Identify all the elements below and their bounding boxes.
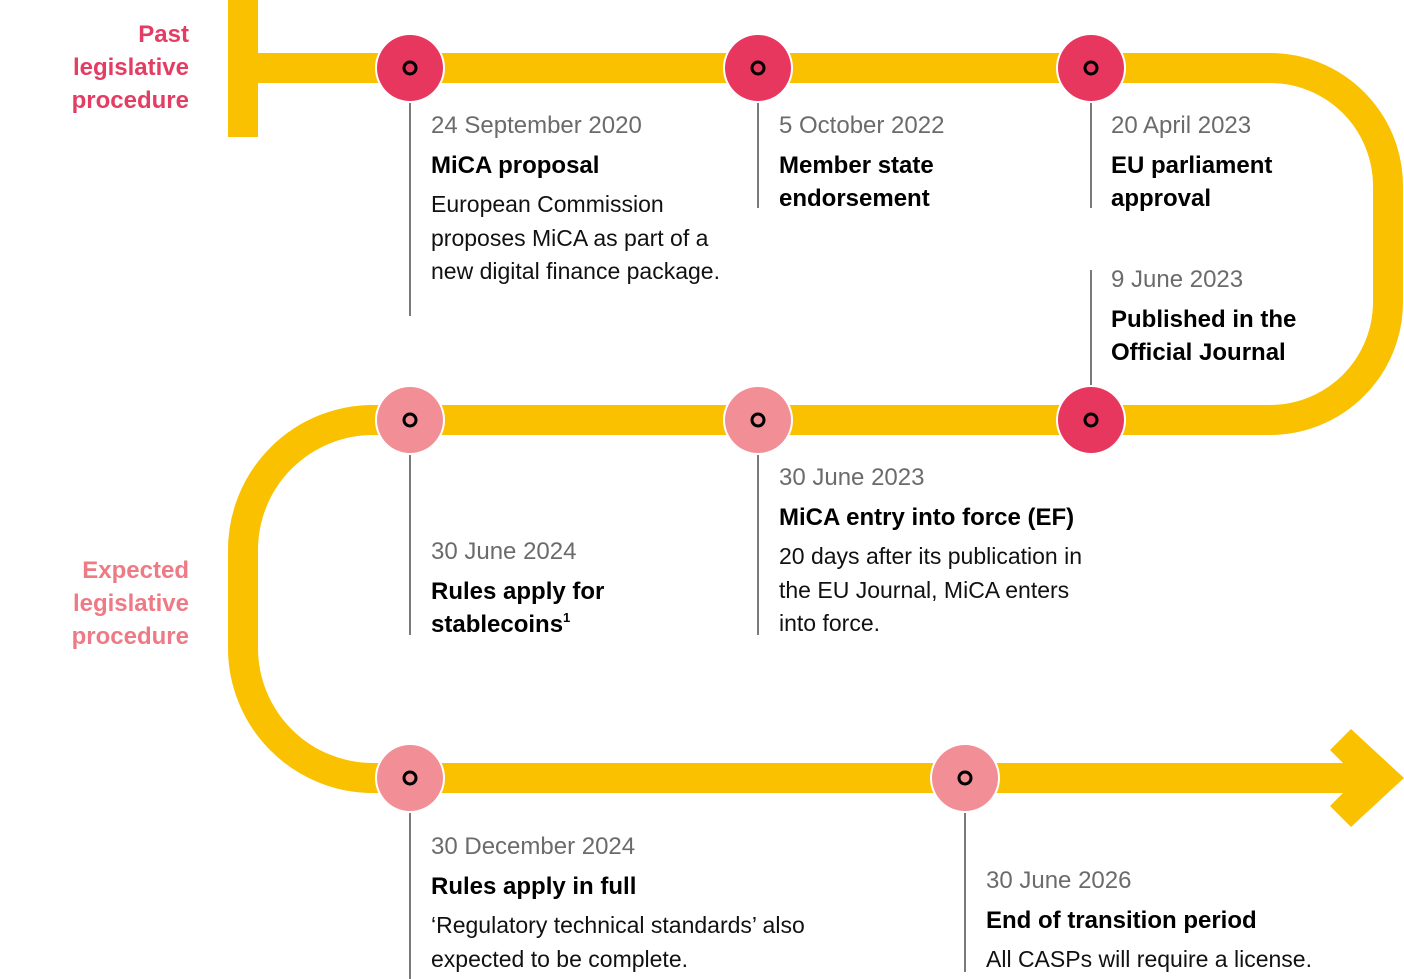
event-published-official-journal: 9 June 2023 Published in the Official Jo… [1111,265,1331,369]
event-title: Published in the Official Journal [1111,306,1297,366]
timeline-node-end-of-transition [930,743,1000,813]
event-title: Member state endorsement [779,152,934,212]
event-date: 30 June 2023 [779,464,925,491]
event-date: 30 June 2024 [431,538,577,565]
event-description: All CASPs will require a license. [986,946,1312,972]
event-end-of-transition: 30 June 2026 End of transition period Al… [986,866,1386,977]
event-title: EU parliament approval [1111,152,1273,212]
event-title: MiCA entry into force (EF) [779,504,1075,531]
timeline-node-rules-apply-stablecoins [375,385,445,455]
event-title: End of transition period [986,907,1257,934]
event-title: Rules apply in full [431,873,637,900]
node-circle [1058,35,1124,101]
node-dot-icon [1083,60,1099,76]
node-dot-icon [750,412,766,428]
event-date: 5 October 2022 [779,112,945,139]
timeline-node-rules-apply-in-full [375,743,445,813]
expected-procedure-label: Expected legislative procedure [71,557,189,650]
node-dot-icon [402,770,418,786]
timeline-node-eu-parliament-approval [1056,33,1126,103]
event-eu-parliament-approval: 20 April 2023 EU parliament approval [1111,111,1311,215]
event-title: Rules apply for stablecoins1 [431,575,641,641]
timeline-path [228,53,1403,793]
past-procedure-label: Past legislative procedure [71,21,189,114]
node-dot-icon [402,60,418,76]
node-circle [377,35,443,101]
timeline-node-mica-entry-into-force [723,385,793,455]
event-description: ‘Regulatory technical standards’ also ex… [431,912,805,972]
node-circle [377,387,443,453]
event-rules-apply-stablecoins: 30 June 2024 Rules apply for stablecoins… [431,537,641,641]
node-circle [932,745,998,811]
event-rules-apply-in-full: 30 December 2024 Rules apply in full ‘Re… [431,832,821,976]
node-dot-icon [1083,412,1099,428]
node-dot-icon [750,60,766,76]
event-description: European Commission proposes MiCA as par… [431,191,720,284]
event-mica-proposal: 24 September 2020 MiCA proposal European… [431,111,721,289]
event-date: 24 September 2020 [431,112,642,139]
event-description: 20 days after its publication in the EU … [779,543,1083,636]
event-title: MiCA proposal [431,152,600,179]
event-date: 30 June 2026 [986,867,1132,894]
event-date: 20 April 2023 [1111,112,1252,139]
timeline-node-member-state-endorsement [723,33,793,103]
event-title-text: Rules apply for stablecoins [431,578,605,638]
node-dot-icon [957,770,973,786]
node-circle [725,35,791,101]
event-date: 30 December 2024 [431,833,636,860]
node-circle [377,745,443,811]
event-mica-entry-into-force: 30 June 2023 MiCA entry into force (EF) … [779,463,1109,641]
timeline-node-mica-proposal [375,33,445,103]
node-dot-icon [402,412,418,428]
arrowhead-icon [1330,729,1404,827]
event-date: 9 June 2023 [1111,266,1244,293]
footnote-marker: 1 [563,610,571,625]
node-circle [725,387,791,453]
timeline-node-published-official-journal [1056,385,1126,455]
event-member-state-endorsement: 5 October 2022 Member state endorsement [779,111,979,215]
node-circle [1058,387,1124,453]
